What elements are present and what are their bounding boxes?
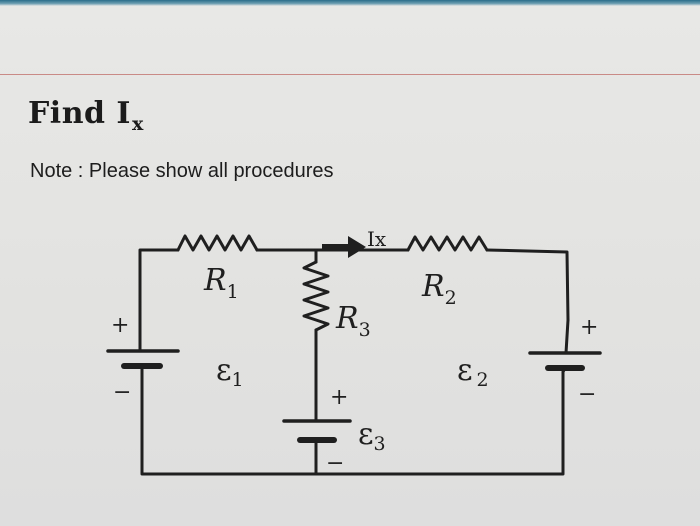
current-label: Ix [367,227,387,251]
question-title: Find Ix [28,96,144,135]
e2-minus-sign: − [578,382,596,407]
r1-letter: R [203,263,227,298]
r3-index: 3 [359,319,371,341]
wire-top-left [138,248,180,305]
e2-plus-sign: + [580,315,598,340]
resistor-r2-zigzag [406,235,489,252]
top-border [0,0,700,6]
wire-left-lower [140,370,318,476]
r1-label: R1 [203,263,239,303]
current-arrow-icon [322,236,366,258]
e1-minus-sign: − [113,380,131,405]
e3-minus-sign: − [326,451,344,476]
r3-label: R3 [335,301,371,341]
wire-bottom-right [314,370,565,476]
e3-plus-sign: + [330,385,348,410]
e2-index: 2 [477,369,489,391]
resistor-r3-zigzag [302,260,330,332]
e1-plus-sign: + [111,313,129,338]
r2-index: 2 [445,287,457,309]
instruction-note: Note : Please show all procedures [30,160,334,182]
title-subscript: x [131,113,144,135]
battery-e1 [106,301,180,374]
e1-index: 1 [232,369,244,391]
e3-symbol: ε [358,417,374,452]
battery-e3 [282,419,352,443]
r2-label: R2 [421,269,457,309]
r3-letter: R [335,301,359,336]
e1-label: ε1 [216,353,244,391]
title-text: Find I [28,96,131,131]
r1-index: 1 [227,281,239,303]
wire-top-right [485,248,570,322]
red-divider-line [0,74,700,75]
e3-label: ε3 [358,417,386,455]
battery-e2 [528,318,602,374]
r2-letter: R [421,269,445,304]
e2-symbol: ε [457,353,473,388]
e1-symbol: ε [216,353,232,388]
e3-index: 3 [374,433,386,455]
resistor-r1-zigzag [176,234,259,252]
